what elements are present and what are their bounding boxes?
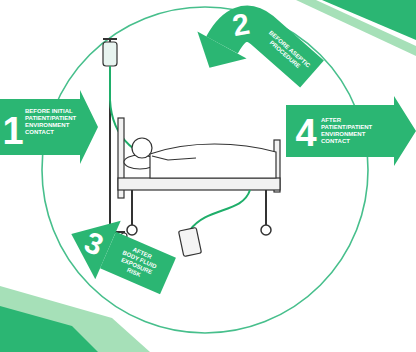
patient-arm bbox=[152, 156, 196, 160]
moment-arrow: 3AFTER BODY FLUID EXPOSURE RISK bbox=[68, 212, 184, 300]
moment-arrow: 1BEFORE INITIAL PATIENT/PATIENT ENVIRONM… bbox=[0, 90, 100, 164]
arrow-part bbox=[71, 221, 120, 280]
corner-band bbox=[322, 0, 416, 40]
moment-arrow: 2BEFORE ASEPTIC PROCEDURE bbox=[195, 3, 327, 91]
moment-number: 1 bbox=[2, 112, 23, 150]
corner-band bbox=[0, 306, 98, 352]
patient-head bbox=[132, 138, 152, 158]
moment-number: 4 bbox=[295, 114, 316, 152]
drain-bag bbox=[178, 227, 201, 256]
moments-ring bbox=[42, 7, 368, 333]
bed-sheet bbox=[150, 144, 276, 178]
arrow-part bbox=[286, 96, 416, 166]
iv-bag bbox=[103, 42, 117, 66]
bed-leg bbox=[265, 190, 267, 226]
drain-tube bbox=[190, 190, 250, 230]
bed-wheel bbox=[261, 225, 271, 235]
arrow-shape bbox=[195, 3, 327, 91]
bed-leg bbox=[131, 190, 133, 226]
moment-label: AFTER PATIENT/PATIENT ENVIRONMENT CONTAC… bbox=[321, 117, 379, 145]
moment-label: BEFORE INITIAL PATIENT/PATIENT ENVIRONME… bbox=[25, 108, 83, 136]
arrow-part bbox=[0, 90, 98, 164]
bed-wheel bbox=[127, 225, 137, 235]
bed-frame bbox=[118, 178, 280, 190]
corner-stripe bbox=[296, 0, 416, 56]
moment-arrow: 4AFTER PATIENT/PATIENT ENVIRONMENT CONTA… bbox=[286, 96, 416, 166]
iv-hook bbox=[103, 38, 117, 40]
corner-stripe bbox=[0, 286, 150, 352]
